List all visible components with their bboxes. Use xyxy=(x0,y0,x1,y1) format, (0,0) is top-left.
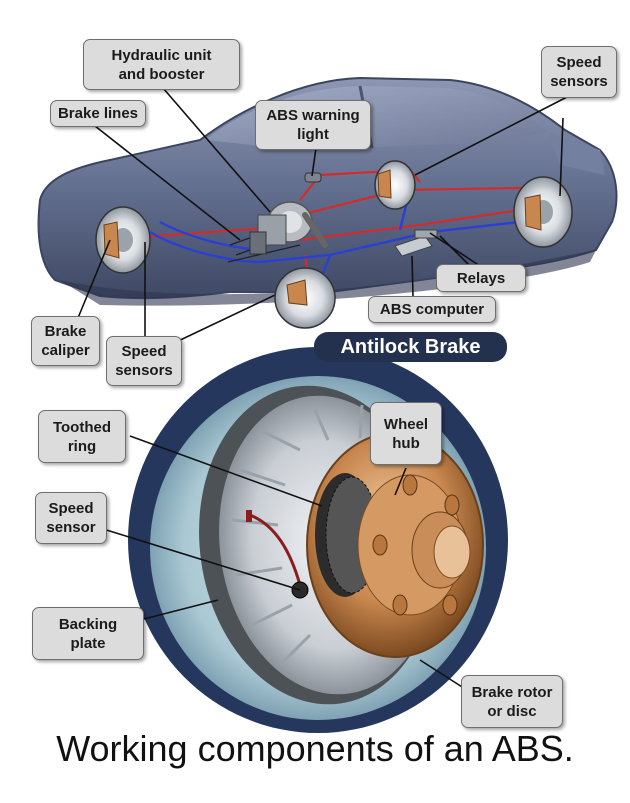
antilock-brake-banner: Antilock Brake xyxy=(314,332,507,362)
rear-right-wheel xyxy=(514,177,572,247)
antilock-brake-detail xyxy=(128,347,508,733)
label-abs-computer-text: ABS computer xyxy=(380,300,484,319)
label-speed-sensors-front: Speed sensors xyxy=(106,336,182,386)
label-brake-rotor-text: Brake rotor or disc xyxy=(472,683,553,721)
front-left-wheel xyxy=(96,207,150,273)
label-abs-computer: ABS computer xyxy=(368,296,496,323)
label-backing-plate-text: Backing plate xyxy=(59,615,117,653)
label-hydraulic-unit: Hydraulic unit and booster xyxy=(83,39,240,90)
label-speed-sensor: Speed sensor xyxy=(35,492,107,544)
label-speed-sensors-top: Speed sensors xyxy=(541,46,617,98)
label-toothed-ring-text: Toothed ring xyxy=(53,418,111,456)
label-brake-caliper: Brake caliper xyxy=(31,316,100,366)
rear-left-wheel xyxy=(375,161,415,209)
label-brake-rotor: Brake rotor or disc xyxy=(461,675,563,728)
label-speed-sensor-text: Speed sensor xyxy=(46,499,95,537)
label-backing-plate: Backing plate xyxy=(32,607,144,660)
label-toothed-ring: Toothed ring xyxy=(38,410,126,463)
label-relays: Relays xyxy=(436,264,526,292)
label-abs-warning-light-text: ABS warning light xyxy=(266,106,359,144)
label-brake-lines: Brake lines xyxy=(50,100,146,127)
label-speed-sensors-top-text: Speed sensors xyxy=(550,53,608,91)
figure-caption: Working components of an ABS. xyxy=(0,728,630,770)
front-right-wheel xyxy=(275,268,335,328)
label-hydraulic-unit-text: Hydraulic unit and booster xyxy=(111,46,211,84)
label-brake-lines-text: Brake lines xyxy=(58,104,138,123)
label-wheel-hub: Wheel hub xyxy=(370,402,442,465)
label-abs-warning-light: ABS warning light xyxy=(255,100,371,150)
label-wheel-hub-text: Wheel hub xyxy=(384,415,428,453)
label-speed-sensors-front-text: Speed sensors xyxy=(115,342,173,380)
label-relays-text: Relays xyxy=(457,269,505,288)
label-brake-caliper-text: Brake caliper xyxy=(41,322,89,360)
